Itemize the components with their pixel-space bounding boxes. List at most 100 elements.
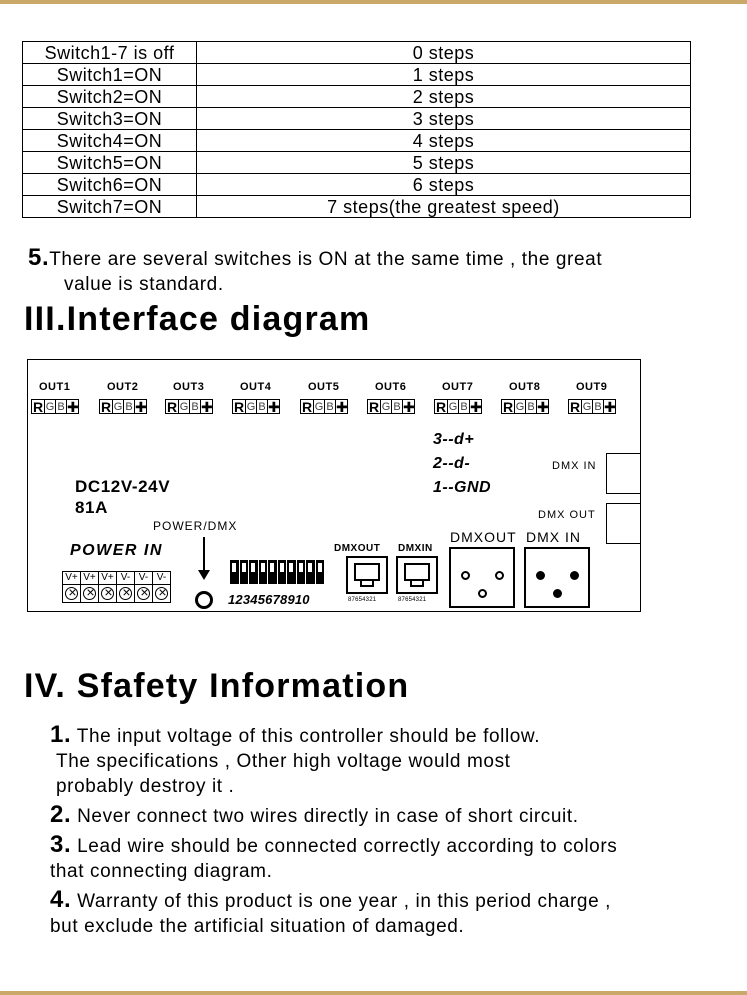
safety-item-3: 3. Lead wire should be connected correct… xyxy=(50,832,740,884)
item-line: The input voltage of this controller sho… xyxy=(76,726,541,747)
power-terminal-block: V+V+V+V-V-V- xyxy=(62,571,171,603)
switch-cell: Switch3=ON xyxy=(22,107,197,130)
pin-r: R xyxy=(367,399,381,415)
xlr-male-icon xyxy=(524,547,590,608)
output-label: OUT6 xyxy=(375,381,407,393)
steps-cell: 7 steps(the greatest speed) xyxy=(196,195,691,218)
xlr-dmxout-label: DMXOUT xyxy=(450,529,517,545)
screw-icon xyxy=(152,585,171,603)
item-line: Lead wire should be connected correctly … xyxy=(77,836,618,857)
safety-item-4: 4. Warranty of this product is one year … xyxy=(50,887,740,939)
safety-list: 1. The input voltage of this controller … xyxy=(50,722,740,942)
pin-plus: ✚ xyxy=(469,399,482,415)
top-border xyxy=(0,0,747,4)
pin-plus: ✚ xyxy=(200,399,213,415)
terminal: V+ xyxy=(62,571,81,603)
rj45-pin-numbers: 87654321 xyxy=(348,597,377,603)
rj45-dmxin-label: DMXIN xyxy=(398,543,433,554)
pin-r: R xyxy=(232,399,246,415)
output-label: OUT9 xyxy=(576,381,608,393)
rj45-dmxout-label: DMXOUT xyxy=(334,543,381,554)
output-label: OUT8 xyxy=(509,381,541,393)
steps-cell: 5 steps xyxy=(196,151,691,174)
bottom-border xyxy=(0,991,747,995)
item-line: but exclude the artificial situation of … xyxy=(50,916,465,937)
pin-r: R xyxy=(31,399,45,415)
terminal: V+ xyxy=(80,571,99,603)
screw-icon xyxy=(80,585,99,603)
dip-switch-numbers: 12345678910 xyxy=(228,592,310,607)
item-number: 4. xyxy=(50,886,72,913)
terminal-label: V+ xyxy=(98,571,117,585)
note-number: 5. xyxy=(28,244,50,271)
output-label: OUT4 xyxy=(240,381,272,393)
power-dmx-jack-icon xyxy=(195,591,213,609)
pin-plus: ✚ xyxy=(66,399,79,415)
terminal: V- xyxy=(116,571,135,603)
arrow-head-icon xyxy=(198,570,210,580)
item-line: probably destroy it . xyxy=(56,776,235,797)
terminal-label: V- xyxy=(152,571,171,585)
steps-cell: 3 steps xyxy=(196,107,691,130)
switch-cell: Switch1-7 is off xyxy=(22,41,197,64)
screw-icon xyxy=(116,585,135,603)
pin-r: R xyxy=(434,399,448,415)
terminal-label: V- xyxy=(134,571,153,585)
terminal: V- xyxy=(134,571,153,603)
output-label: OUT3 xyxy=(173,381,205,393)
voltage-label: DC12V-24V xyxy=(75,477,171,496)
pin-plus: ✚ xyxy=(267,399,280,415)
item-number: 3. xyxy=(50,831,72,858)
pin-r: R xyxy=(568,399,582,415)
terminal-label: V- xyxy=(116,571,135,585)
side-dmx-in-port xyxy=(606,453,641,494)
dmx-pin-map: 3--d+ 2--d- 1--GND xyxy=(433,428,491,500)
pin-r: R xyxy=(300,399,314,415)
pin-plus: ✚ xyxy=(134,399,147,415)
rj45-pin-numbers: 87654321 xyxy=(398,597,427,603)
item-line: that connecting diagram. xyxy=(50,861,273,882)
note-line-1: There are several switches is ON at the … xyxy=(49,249,603,270)
xlr-female-icon xyxy=(449,547,515,608)
steps-cell: 0 steps xyxy=(196,41,691,64)
screw-icon xyxy=(62,585,81,603)
output-label: OUT1 xyxy=(39,381,71,393)
steps-cell: 6 steps xyxy=(196,173,691,196)
switch-cell: Switch5=ON xyxy=(22,151,197,174)
side-dmx-in-label: DMX IN xyxy=(552,460,597,472)
screw-icon xyxy=(134,585,153,603)
note-5: 5.There are several switches is ON at th… xyxy=(28,245,728,297)
terminal-label: V+ xyxy=(62,571,81,585)
safety-heading: IV. Sfafety Information xyxy=(24,667,410,705)
pin-plus: ✚ xyxy=(536,399,549,415)
power-rating: DC12V-24V 81A xyxy=(75,476,170,518)
rj45-dmxout-icon xyxy=(346,556,388,594)
pin-r: R xyxy=(99,399,113,415)
item-number: 2. xyxy=(50,801,72,828)
switch-cell: Switch1=ON xyxy=(22,63,197,86)
xlr-dmxin-label: DMX IN xyxy=(526,529,581,545)
power-in-label: POWER IN xyxy=(70,542,163,559)
pin-r: R xyxy=(165,399,179,415)
terminal: V- xyxy=(152,571,171,603)
side-dmx-out-port xyxy=(606,503,641,544)
safety-item-1: 1. The input voltage of this controller … xyxy=(50,722,740,799)
